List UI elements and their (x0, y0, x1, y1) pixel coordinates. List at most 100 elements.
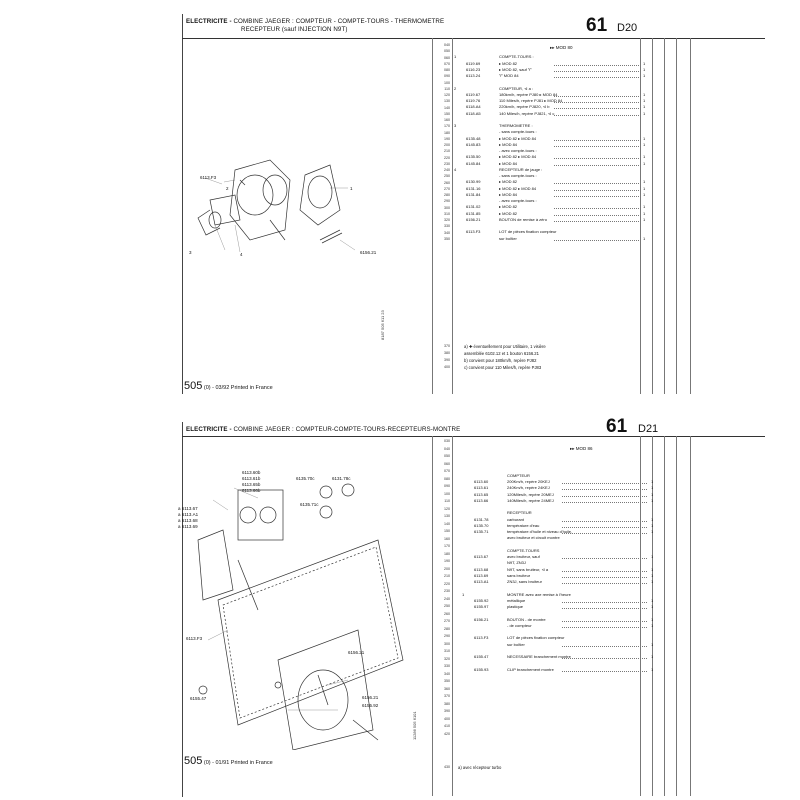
part-description: CLIP branchement montre (507, 666, 554, 672)
part-description: ▸ MOD 84 (499, 191, 518, 197)
part-description: sans bruiteur (507, 572, 531, 578)
leader-dots (562, 495, 647, 497)
part-quantity: 1 (643, 98, 646, 103)
line-number: 230 (444, 161, 450, 166)
part-description: MONTRE avec axe remise à l'heure (507, 591, 571, 597)
part-reference: 6113.F3 (466, 229, 481, 235)
line-number: 220 (444, 581, 450, 586)
leader-dots (562, 601, 647, 603)
line-number: 380 (444, 351, 450, 355)
part-description: COMPTEUR, ⊲ a : (499, 85, 534, 91)
part-quantity: 1 (651, 616, 654, 622)
line-number: 050 (444, 454, 450, 458)
line-number: 210 (444, 149, 450, 154)
arrow-icon: ▸▸ (550, 45, 556, 50)
table-row: 6116.23▸ MOD 82, sauf ♈1 (454, 67, 645, 73)
header-subtitle: RECEPTEUR (sauf INJECTION N9T) (241, 26, 348, 33)
part-description: RECEPTEUR de jauge : (499, 166, 543, 172)
footer-code: 505 (184, 755, 203, 767)
part-reference: 6113.61 (474, 485, 489, 491)
part-description: 180km/h, repère PJ80 ▸ MOD 84 (499, 91, 558, 97)
part-description: BOUTON de remise à zéro (499, 216, 547, 222)
callout-1: 1 (350, 186, 353, 191)
line-number: 370 (444, 344, 450, 348)
leader-dots (562, 483, 647, 484)
line-number: 300 (444, 641, 450, 646)
leader-dots (554, 70, 639, 72)
leader-dots (554, 164, 639, 166)
line-number: 370 (444, 694, 450, 698)
part-description: plastique (507, 604, 524, 609)
part-description: 110 Miles/h, repère PJ81 ▸ MOD 84 (499, 98, 563, 103)
line-number: 410 (444, 724, 450, 728)
part-quantity: 1 (651, 491, 654, 497)
line-number: 190 (444, 559, 450, 563)
part-description: ZN3J, sans bruiteur (507, 579, 542, 584)
line-number: 100 (444, 491, 450, 496)
part-quantity: 1 (651, 622, 654, 628)
page-code: D20 (617, 22, 638, 34)
callout-6155-47: 6155.47 (190, 696, 207, 701)
column-divider (690, 436, 691, 796)
line-number: 220 (444, 155, 450, 160)
line-number: 140 (444, 521, 450, 526)
header-section: ELECTRICITE - (186, 18, 232, 25)
part-description: 220km/h, repère PJ820, ⊲ b (499, 104, 550, 110)
footer-text: (0) - 01/91 Printed in France (203, 760, 273, 766)
callout-3: 3 (189, 250, 192, 255)
part-description: ▸ MOD 82 (499, 204, 518, 210)
column-divider (640, 436, 641, 796)
line-number: 080 (444, 476, 450, 481)
column-divider (664, 38, 665, 394)
leader-dots (554, 239, 639, 241)
table-row: - avec compte-tours : (454, 148, 640, 154)
line-number: 200 (444, 143, 450, 147)
part-description: sur boîtier (499, 235, 517, 241)
part-description: température d'huile et niveau d'huile, (507, 529, 573, 534)
note-line-number: 430 (444, 765, 450, 769)
footnote-line: c) convient pour 110 Miles/h, repère PJ8… (464, 365, 542, 370)
column-divider (652, 38, 653, 394)
catalog-page-d20: ELECTRICITE - COMBINE JAEGER : COMPTEUR … (182, 14, 765, 394)
part-quantity: 1 (651, 566, 654, 572)
leader-dots (554, 77, 639, 78)
callout-6113-f3: 6113.F3 (200, 175, 217, 180)
line-number: 210 (444, 574, 450, 578)
line-number: 090 (444, 74, 450, 79)
line-number: 180 (444, 130, 450, 135)
column-divider (432, 436, 433, 796)
callout-tachometer-group: a 6113.67 a 6113.A1 a 6113.68 a 6113.69 (178, 506, 199, 529)
callout-4: 4 (240, 252, 243, 257)
line-number: 400 (444, 365, 450, 369)
line-number: 120 (444, 506, 450, 511)
footnote-line: assemblée 6102.12 et 1 bouton 6156.21 (464, 351, 539, 356)
line-number: 040 (444, 43, 450, 47)
line-number: 420 (444, 731, 450, 736)
part-description: température d'eau (507, 522, 540, 528)
part-reference: 6119.67 (466, 91, 481, 97)
part-quantity: 1 (643, 204, 646, 210)
column-divider (452, 436, 453, 796)
line-number: 280 (444, 193, 450, 197)
line-number: 320 (444, 218, 450, 222)
part-description: ▸ MOD 82 ▸ MOD 84 (499, 185, 537, 191)
part-quantity: 1 (651, 516, 654, 522)
footnote: a) avec récepteur turbo (458, 765, 502, 770)
line-number: 270 (444, 186, 450, 191)
line-number: 150 (444, 111, 450, 116)
line-number: 160 (444, 118, 450, 122)
page-footer: 505 (0) - 01/91 Printed in France (184, 755, 273, 767)
part-description: RECEPTEUR (507, 510, 532, 516)
line-number: 170 (444, 124, 450, 129)
line-number: 340 (444, 230, 450, 235)
